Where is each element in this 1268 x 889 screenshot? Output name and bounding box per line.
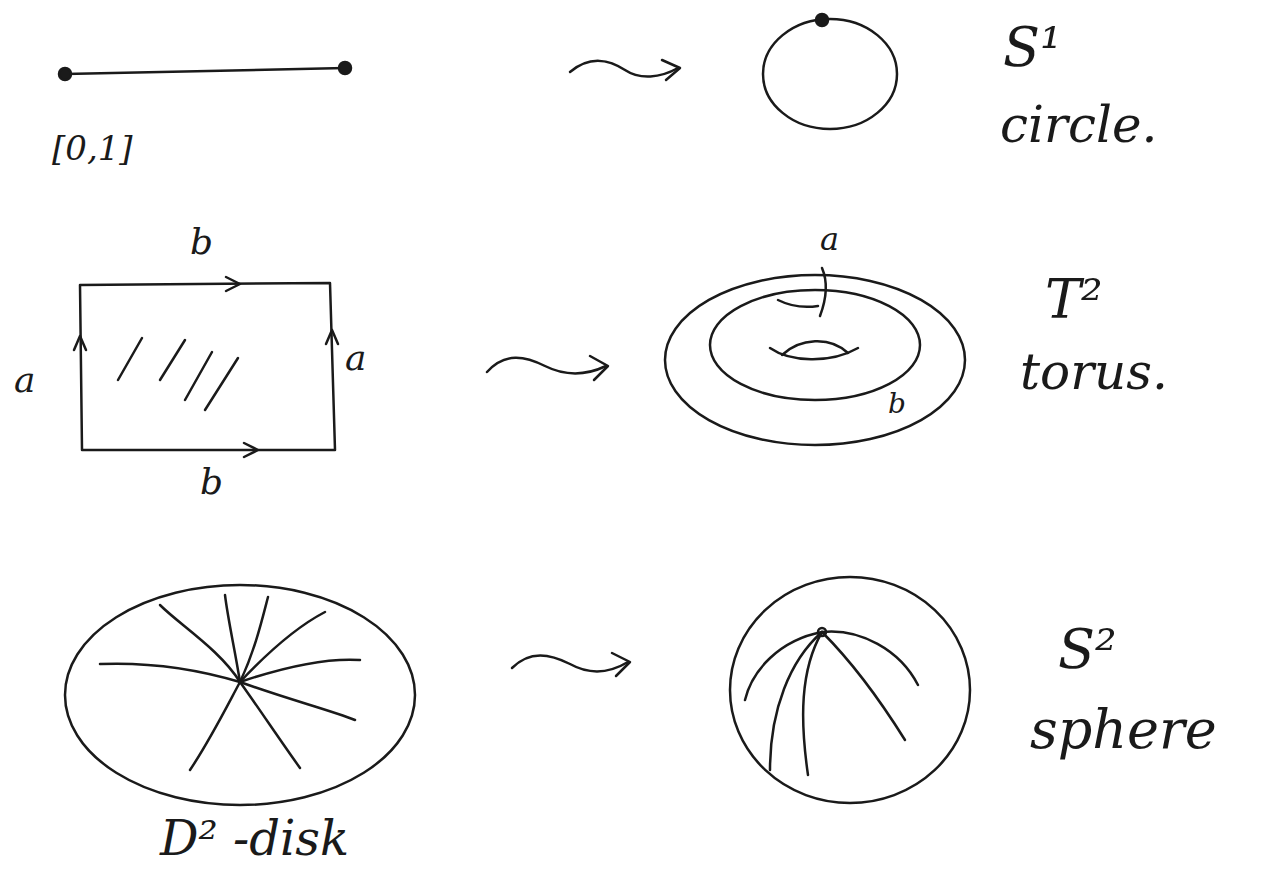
space-name: torus. xyxy=(1020,345,1168,400)
space-symbol: S² xyxy=(1058,620,1117,679)
squiggle-arrow xyxy=(570,60,680,80)
space-name: circle. xyxy=(1000,98,1157,153)
edge-label: a xyxy=(14,360,35,400)
edge-label: b xyxy=(200,462,223,502)
curve-label: b xyxy=(886,389,908,420)
space-name: sphere xyxy=(1030,700,1217,759)
interval-label: [0,1] xyxy=(52,130,133,167)
curve-label: a xyxy=(818,222,841,257)
edge-label: a xyxy=(345,338,366,378)
space-symbol: T² xyxy=(1045,270,1103,329)
sphere-figure xyxy=(730,577,970,803)
torus-figure xyxy=(665,268,965,445)
edge-label: b xyxy=(190,222,213,262)
space-name: D² -disk xyxy=(160,812,349,865)
interval xyxy=(59,62,351,80)
squiggle-arrow xyxy=(512,653,630,676)
disk-figure xyxy=(65,585,415,805)
squiggle-arrow xyxy=(487,356,608,380)
circle-figure xyxy=(763,14,897,129)
space-symbol: S¹ xyxy=(1003,18,1062,77)
square-figure xyxy=(74,277,338,457)
